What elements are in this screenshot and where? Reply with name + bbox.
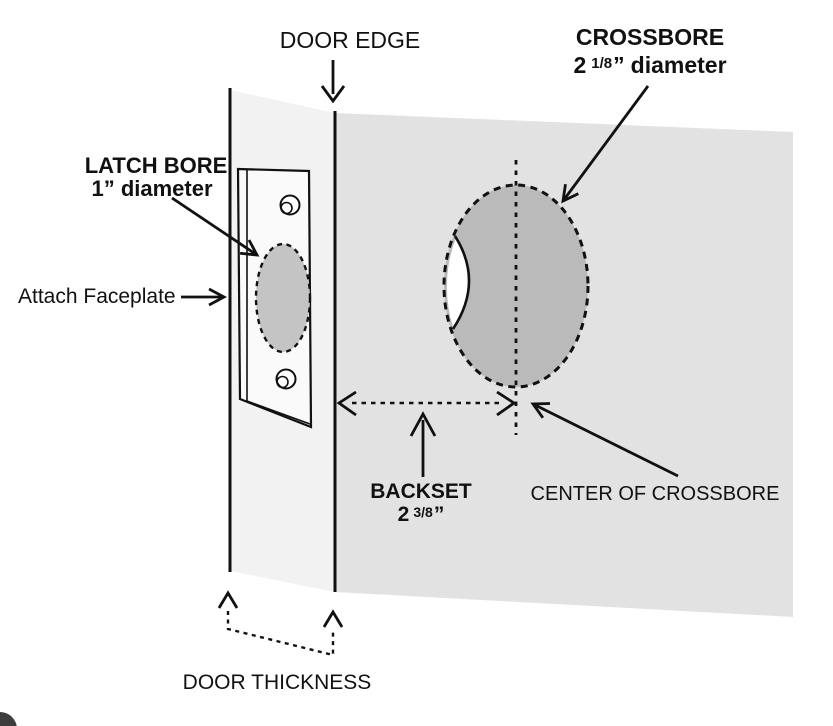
latch-bore-arrow [171,196,260,257]
screw-hole-bottom [275,368,297,390]
door-thickness-right-arrowhead-icon [322,609,344,628]
crossbore-size-whole: 2 [573,52,586,78]
backset-size-frac: 3/8 [413,504,433,520]
backset-right-arrowhead-icon [496,390,517,417]
faceplate [236,167,313,429]
attach-faceplate-label: Attach Faceplate [18,285,176,308]
center-of-crossbore-label: CENTER OF CROSSBORE [531,483,780,505]
latch-bore-hole [254,242,312,354]
door-edge-label: DOOR EDGE [280,27,421,53]
backset-pointer-arrowhead-icon [409,411,437,437]
latch-bore-size-label: 1” diameter [91,176,212,201]
screw-top-inner [280,201,293,215]
corner-blob [0,712,17,726]
backset-size-whole: 2 [398,503,410,526]
crossbore-label: CROSSBORE [576,24,724,50]
door-edge-arrow [320,60,346,104]
crossbore-size-label: 2 1/8”diameter [573,52,726,78]
crossbore-arrow [561,85,650,204]
latch-bore-label: LATCH BORE [85,153,228,178]
door-edge-arrowhead-icon [320,85,346,104]
door-thickness-dashed-line [226,611,335,657]
crossbore-size-word: diameter [631,52,727,78]
screw-hole-top [279,194,301,216]
backset-pointer-arrow [409,411,437,477]
crossbore-size-frac: 1/8 [591,55,612,72]
door-thickness-dimension [217,590,344,657]
backset-left-arrowhead-icon [336,390,357,417]
backset-label: BACKSET [370,480,472,503]
door-front-face [335,113,793,617]
latch-bore-arc [451,235,471,330]
screw-bottom-inner [276,375,289,389]
crossbore-size-unit: ” [613,52,625,78]
backset-size-unit: ” [434,503,445,526]
center-of-crossbore-arrow [530,402,679,478]
backset-dimension-arrow [336,390,517,417]
door-thickness-left-arrowhead-icon [217,590,239,609]
door-thickness-label: DOOR THICKNESS [183,671,372,694]
